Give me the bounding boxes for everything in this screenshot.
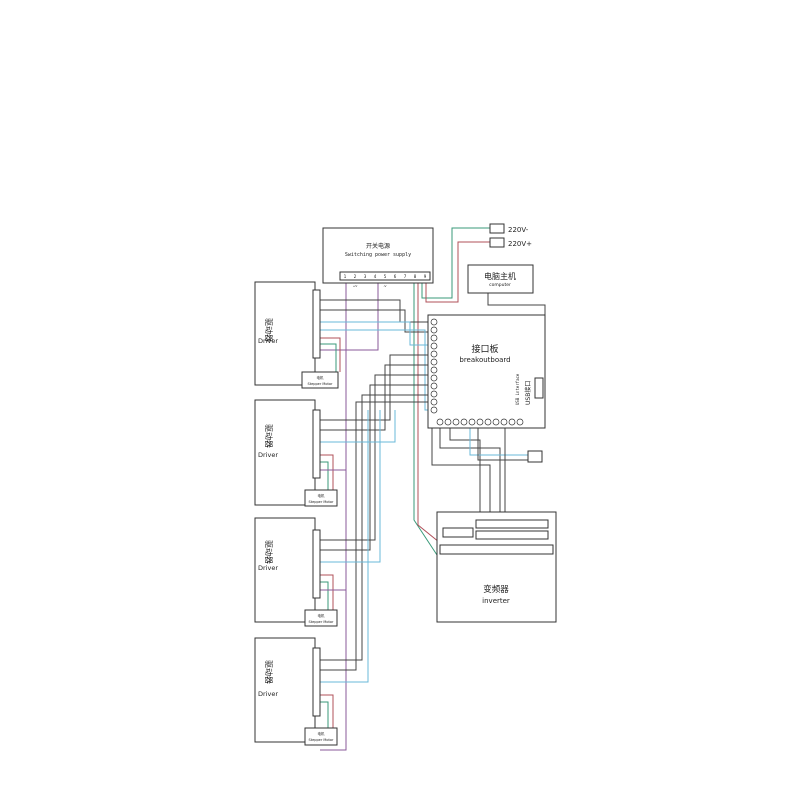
driver-2: 驱动器 Driver 电机 Stepper Motor	[254, 399, 338, 507]
terminal-label: 9	[424, 274, 427, 279]
breakout-left-terminals	[430, 318, 438, 414]
driver-title-cn: 驱动器	[264, 660, 274, 684]
driver-title-en: Driver	[258, 337, 278, 345]
computer-title-en: computer	[489, 282, 511, 288]
driver-4: 驱动器 Driver 电机 Stepper Motor	[254, 637, 338, 746]
stepper-motor	[304, 727, 338, 746]
power-terminals: 1 2 3 4 5 6 7 8 9 +V -V	[339, 271, 431, 288]
breakout-board: 接口板 breakoutboard USB interface USB接口	[427, 314, 546, 429]
inverter-title-en: inverter	[482, 597, 510, 605]
motor-label-cn: 电机	[318, 493, 326, 498]
usb-label-cn: USB接口	[524, 381, 532, 405]
mains-input: 220V- 220V+	[489, 223, 532, 248]
wires	[320, 227, 546, 751]
driver-terminal-strip	[312, 647, 321, 717]
breakout-title-cn: 接口板	[471, 343, 498, 355]
mains-neg-label: 220V-	[508, 226, 529, 234]
terminal-group-label: -V	[384, 284, 388, 288]
motor-label-en: Stepper Motor	[308, 738, 334, 742]
mains-pos-label: 220V+	[508, 240, 532, 248]
driver-title-cn: 驱动器	[264, 540, 274, 564]
terminal-group-label: +V	[353, 284, 359, 288]
driver-1: 驱动器 Driver 电机 Stepper Motor	[254, 281, 339, 389]
driver-terminal-strip	[312, 529, 321, 599]
motor-label-cn: 电机	[317, 375, 325, 380]
inverter: 变频器 inverter	[436, 511, 557, 623]
usb-interface-label: USB interface	[515, 373, 520, 405]
terminal-label: 3	[364, 274, 367, 279]
motor-label-cn: 电机	[318, 731, 326, 736]
driver-title-en: Driver	[258, 690, 278, 698]
driver-3: 驱动器 Driver 电机 Stepper Motor	[254, 517, 338, 627]
stepper-motor	[304, 489, 338, 507]
power-supply-title-en: Switching power supply	[345, 252, 411, 258]
stepper-motor	[301, 371, 339, 389]
motor-label-en: Stepper Motor	[308, 500, 334, 504]
terminal-label: 7	[404, 274, 407, 279]
stepper-motor	[304, 609, 338, 627]
breakout-title-en: breakoutboard	[459, 356, 510, 364]
motor-label-en: Stepper Motor	[308, 620, 334, 624]
inverter-terminals	[439, 519, 554, 555]
terminal-label: 1	[344, 274, 347, 279]
terminal-label: 2	[354, 274, 357, 279]
spindle-connector	[527, 450, 543, 463]
usb-port	[534, 377, 544, 399]
breakout-bottom-terminals	[436, 418, 524, 426]
motor-label-en: Stepper Motor	[307, 382, 333, 386]
terminal-label: 6	[394, 274, 397, 279]
terminal-label: 5	[384, 274, 387, 279]
terminal-label: 8	[414, 274, 417, 279]
switching-power-supply: 开关电源 Switching power supply 1 2 3 4 5 6 …	[322, 227, 434, 288]
computer-title-cn: 电脑主机	[484, 271, 516, 281]
driver-title-cn: 驱动器	[264, 424, 274, 448]
driver-title-cn: 驱动器	[264, 318, 274, 342]
driver-title-en: Driver	[258, 564, 278, 572]
driver-terminal-strip	[312, 409, 321, 479]
power-supply-title-cn: 开关电源	[366, 242, 390, 250]
inverter-title-cn: 变频器	[483, 584, 509, 595]
computer: 电脑主机 computer	[467, 264, 534, 294]
driver-title-en: Driver	[258, 451, 278, 459]
driver-terminal-strip	[312, 289, 321, 359]
terminal-label: 4	[374, 274, 377, 279]
motor-label-cn: 电机	[318, 613, 326, 618]
